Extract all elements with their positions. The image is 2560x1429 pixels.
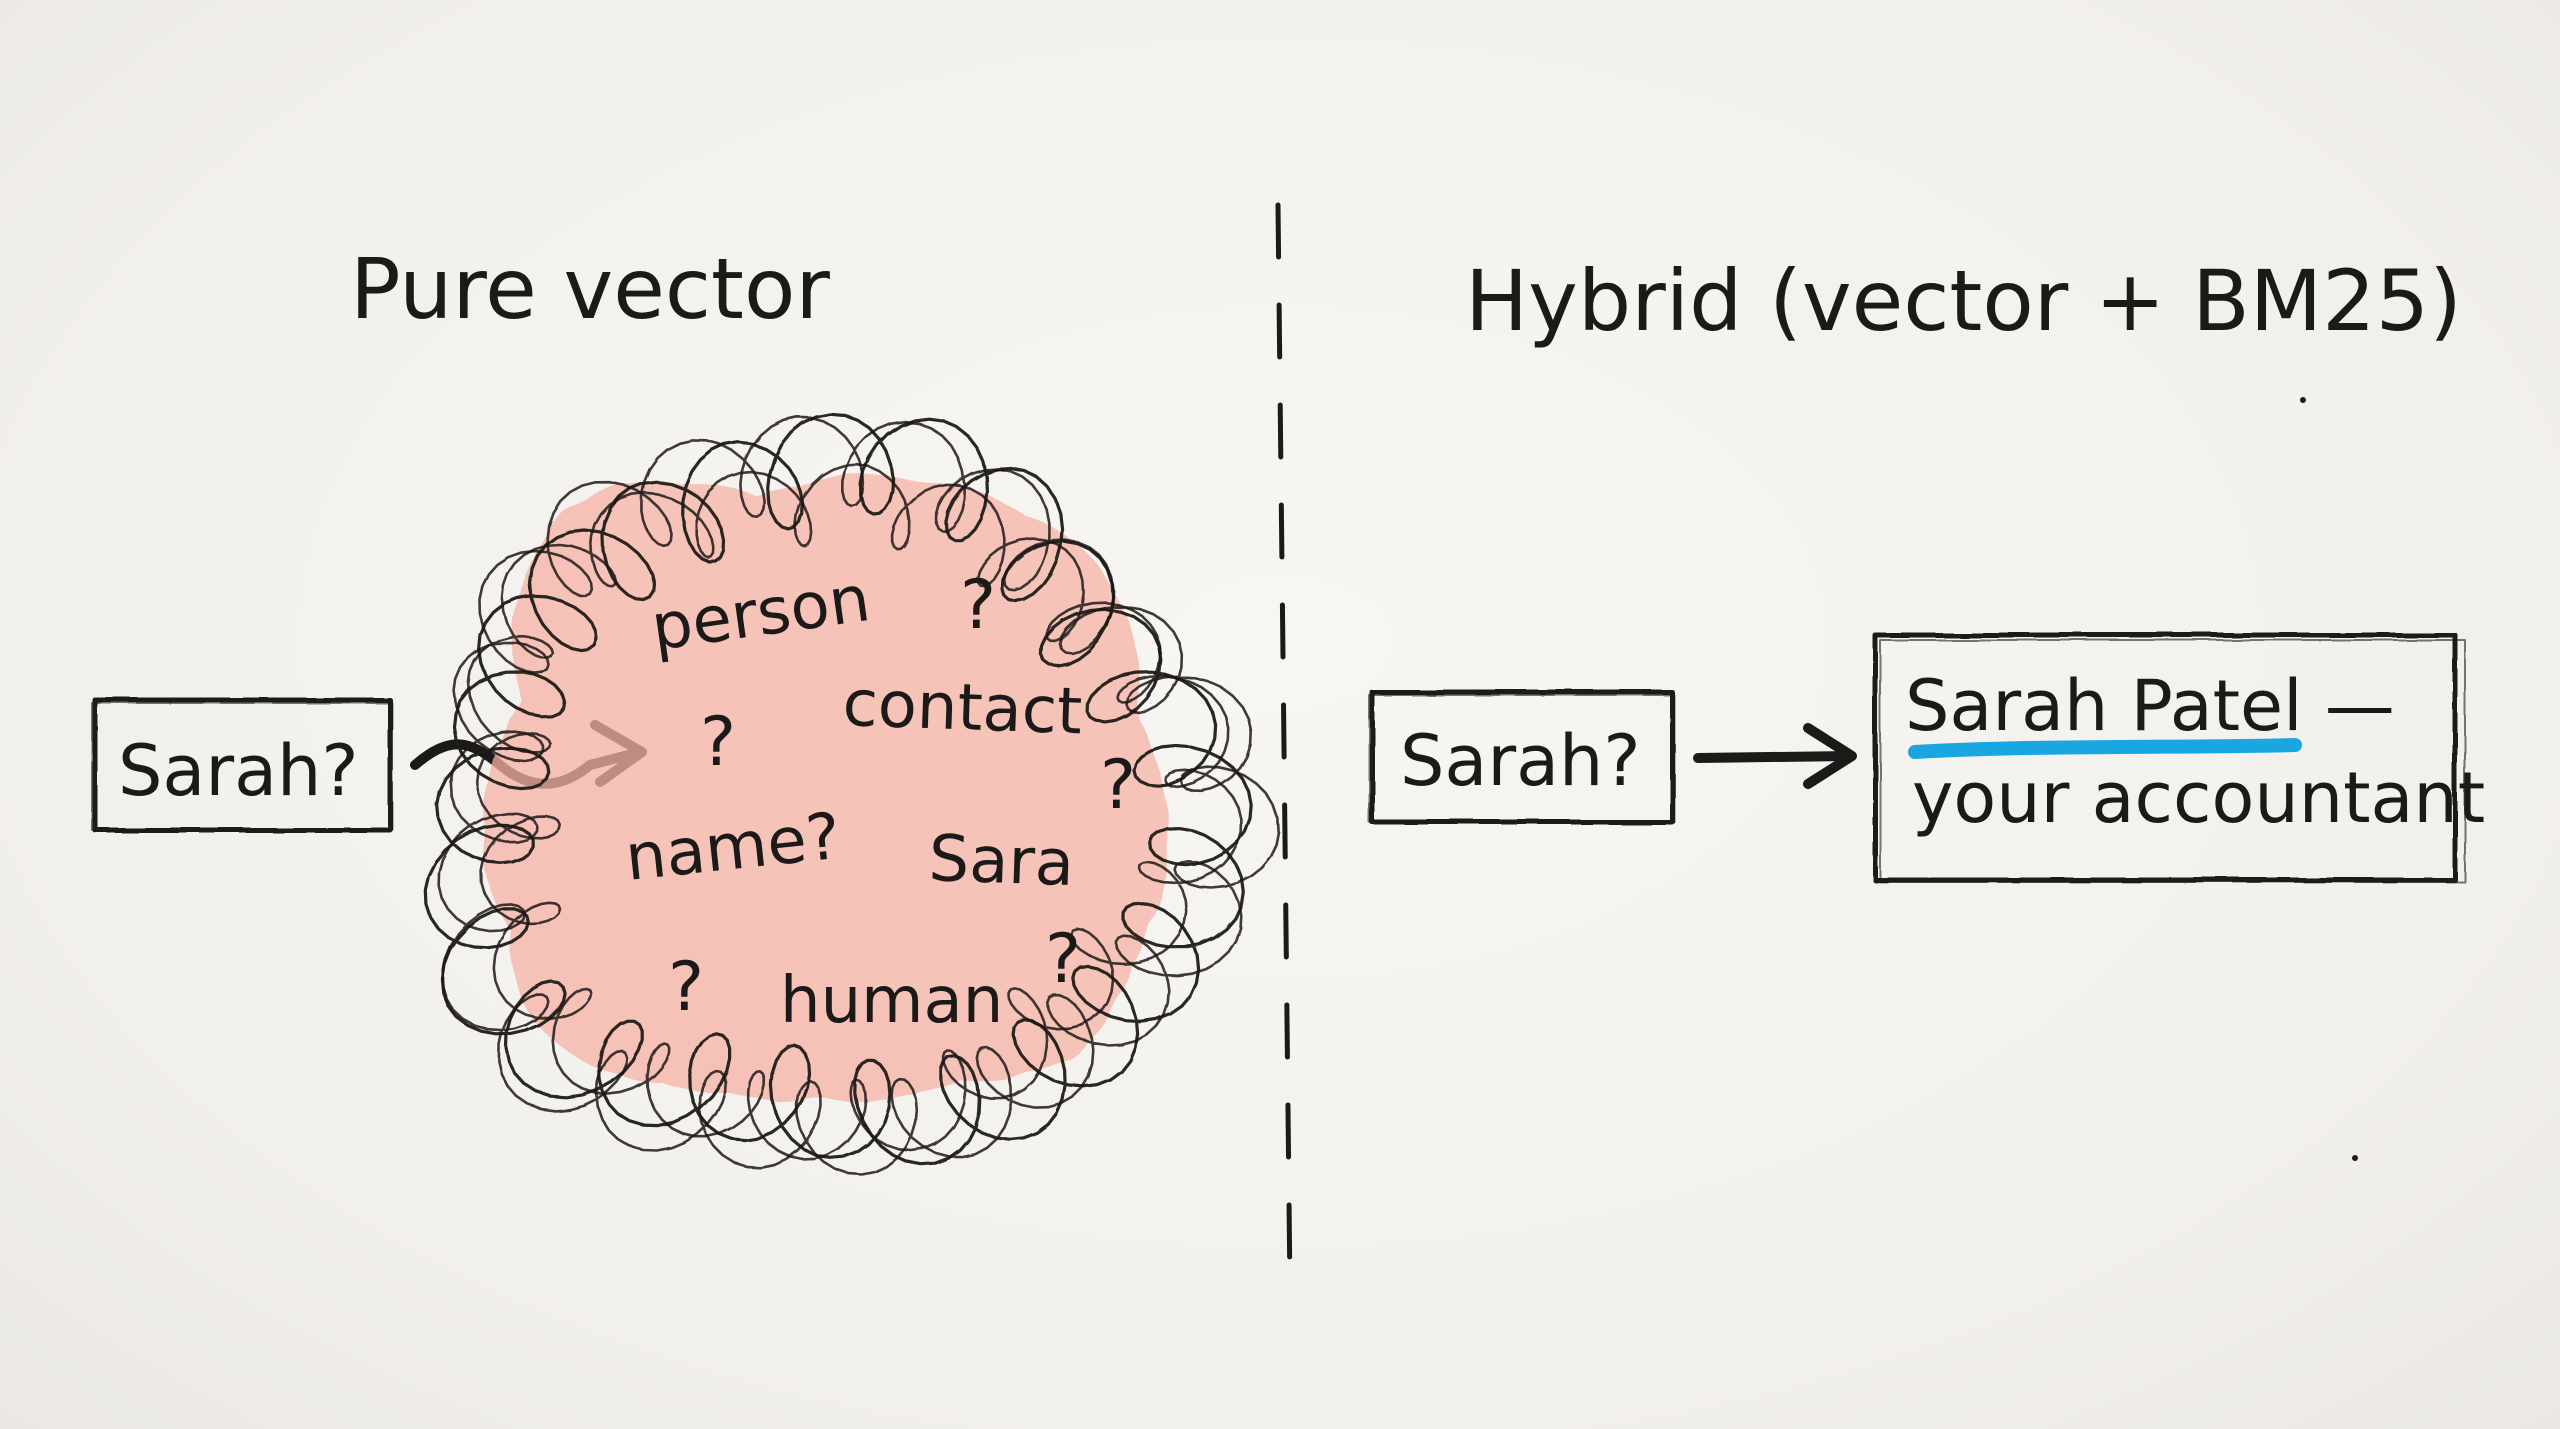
right-panel-title: Hybrid (vector + BM25) <box>1465 252 2462 350</box>
left-panel-title: Pure vector <box>350 240 830 338</box>
cloud-scribble-outline <box>423 412 1280 1176</box>
left-query-label: Sarah? <box>118 730 359 812</box>
straight-arrow <box>1693 723 1857 789</box>
dashed-divider <box>1275 202 1293 1293</box>
cloud-scribble-loop <box>437 415 1280 1176</box>
cloud-word-contact: contact <box>841 667 1083 749</box>
left-query-box <box>91 697 393 833</box>
cloud-scribble-loop <box>423 412 1253 1166</box>
stray-dot <box>2300 397 2306 403</box>
cloud-highlight <box>484 475 1169 1103</box>
cloud-question-mark: ? <box>668 948 704 1027</box>
result-box <box>1872 632 2466 883</box>
cloud-question-mark: ? <box>1100 746 1136 825</box>
right-query-box <box>1368 689 1675 825</box>
result-highlight-underline <box>1908 738 2302 759</box>
cloud-word-human: human <box>780 964 1003 1038</box>
stray-dot <box>2352 1155 2358 1161</box>
cloud-word-sara: Sara <box>927 822 1075 901</box>
cloud-scribble-loop <box>467 463 1243 1161</box>
result-line-1: Sarah Patel — <box>1905 665 2395 747</box>
cloud-question-mark: ? <box>1045 920 1081 999</box>
cloud-question-mark: ? <box>700 703 736 782</box>
right-query-label: Sarah? <box>1400 720 1641 802</box>
result-line-2: your accountant <box>1912 757 2485 839</box>
cloud-question-mark: ? <box>960 566 996 645</box>
cloud-word-group: person contact name? Sara human ? ? ? ? … <box>622 562 1136 1038</box>
